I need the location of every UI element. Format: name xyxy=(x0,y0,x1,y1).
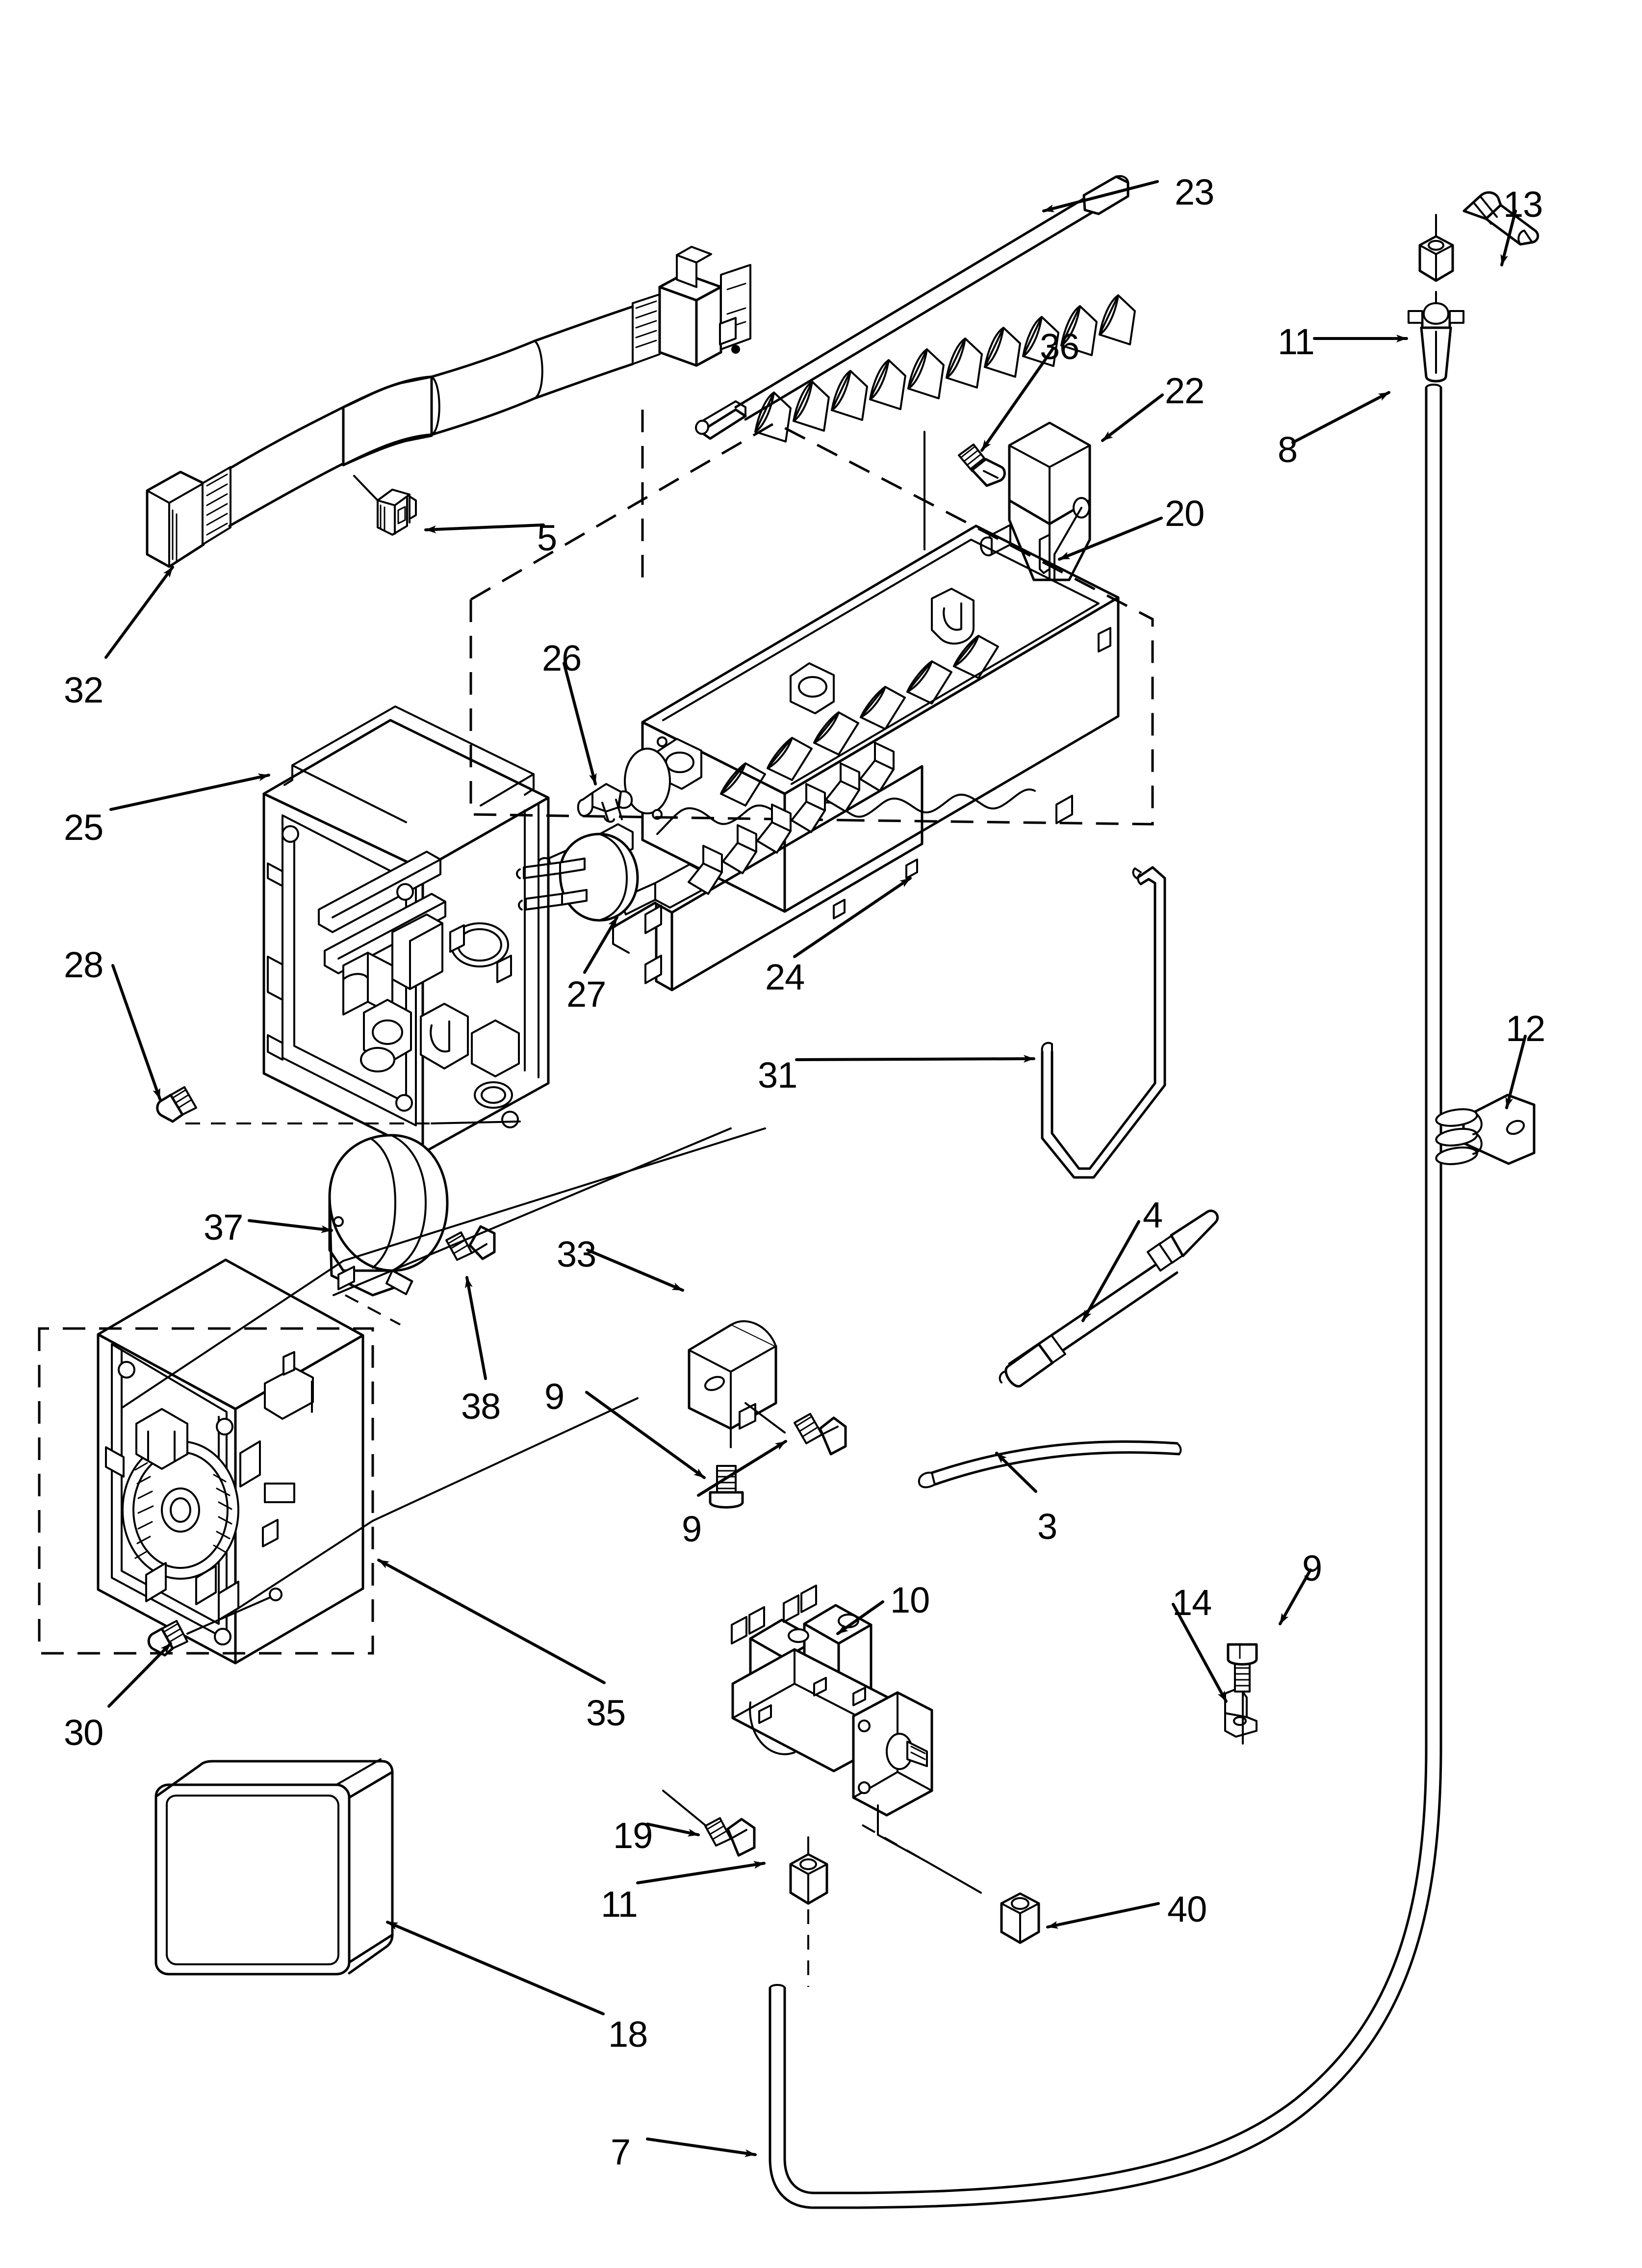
callout-23[interactable]: 23 xyxy=(1175,172,1214,212)
callout-19[interactable]: 19 xyxy=(613,1815,653,1856)
part-27-thermostat xyxy=(516,833,639,922)
part-19-valve-mounting-screw xyxy=(662,1790,756,1857)
callout-28[interactable]: 28 xyxy=(64,944,103,985)
callout-18[interactable]: 18 xyxy=(608,2014,648,2055)
part-26-thermal-bond-clip xyxy=(577,783,633,823)
part-23-ice-stripper-auger xyxy=(695,175,1136,443)
callout-14[interactable]: 14 xyxy=(1172,1582,1212,1623)
part-3-water-supply-tube xyxy=(918,1440,1182,1488)
callout-4[interactable]: 4 xyxy=(1143,1195,1163,1235)
callout-12[interactable]: 12 xyxy=(1506,1008,1545,1049)
part-11-nut-bottom xyxy=(789,1836,828,1987)
callout-37[interactable]: 37 xyxy=(204,1207,243,1248)
part-9-screw-right xyxy=(1227,1643,1258,1693)
part-10-water-inlet-valve xyxy=(731,1585,933,1817)
part-32-wiring-harness xyxy=(146,246,751,568)
callout-8[interactable]: 8 xyxy=(1278,429,1298,470)
callout-10[interactable]: 10 xyxy=(890,1580,930,1620)
part-7-water-line-tubing xyxy=(769,1745,1442,2209)
part-33-ice-level-cover xyxy=(688,1320,777,1448)
callout-5[interactable]: 5 xyxy=(537,518,557,558)
callout-24[interactable]: 24 xyxy=(765,957,805,997)
callout-11-top[interactable]: 11 xyxy=(1278,321,1315,362)
callout-35[interactable]: 35 xyxy=(586,1693,626,1733)
callout-25[interactable]: 25 xyxy=(64,807,103,848)
callout-26[interactable]: 26 xyxy=(542,638,582,678)
part-22-water-fill-cup xyxy=(980,421,1091,581)
callout-7[interactable]: 7 xyxy=(611,2132,631,2172)
callout-9-b[interactable]: 9 xyxy=(682,1509,702,1549)
callout-13[interactable]: 13 xyxy=(1503,184,1543,225)
part-8-tube-insert xyxy=(1408,291,1464,1748)
callout-36[interactable]: 36 xyxy=(1040,326,1079,367)
callout-31[interactable]: 31 xyxy=(758,1055,797,1095)
callout-40[interactable]: 40 xyxy=(1167,1889,1207,1929)
callout-38[interactable]: 38 xyxy=(461,1386,501,1427)
part-18-icemaker-trim-bezel xyxy=(154,1758,394,1976)
part-24-ice-ejector-arm xyxy=(612,742,924,991)
part-35-icemaker-assembly-group xyxy=(97,1258,364,1665)
callout-9-a[interactable]: 9 xyxy=(544,1376,564,1417)
part-9-screws-center xyxy=(709,1402,847,1509)
callout-33[interactable]: 33 xyxy=(557,1234,596,1275)
part-25-icemaker-housing-front xyxy=(262,705,550,1154)
callout-32[interactable]: 32 xyxy=(64,670,103,710)
part-12-retaining-bracket xyxy=(1435,1094,1536,1165)
part-40-compression-nut xyxy=(1000,1892,1040,1944)
leader-lines xyxy=(104,180,1527,2157)
callout-3[interactable]: 3 xyxy=(1037,1506,1057,1547)
callout-30[interactable]: 30 xyxy=(64,1712,103,1753)
callout-9-c[interactable]: 9 xyxy=(1302,1548,1322,1589)
callout-11-bottom[interactable]: 11 xyxy=(601,1884,638,1925)
part-36-screw xyxy=(958,443,1006,487)
part-20-ice-mold-body xyxy=(538,524,1120,919)
part-31-shutoff-wire-bail xyxy=(1041,866,1166,1179)
part-14-tube-clamp xyxy=(1224,1685,1257,1745)
callout-27[interactable]: 27 xyxy=(566,974,606,1015)
part-28-mounting-screw xyxy=(156,1086,197,1123)
callout-20[interactable]: 20 xyxy=(1165,493,1205,534)
part-4-water-fill-tube xyxy=(999,1209,1219,1388)
callout-22[interactable]: 22 xyxy=(1165,370,1205,411)
part-5-wire-harness-clip xyxy=(353,475,417,536)
part-11-nut-top xyxy=(1418,214,1454,282)
